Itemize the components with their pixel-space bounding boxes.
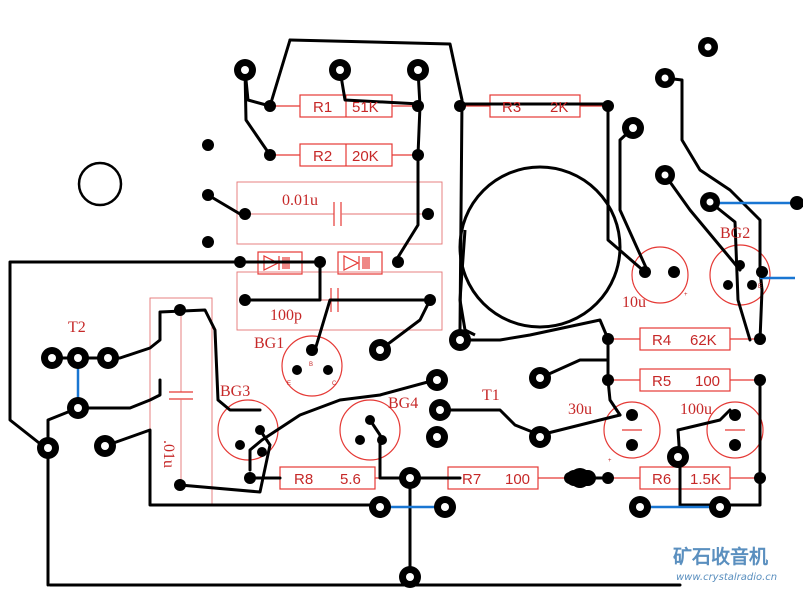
cap-100p-outline (236, 271, 443, 331)
tuning-capacitor-hole (458, 165, 622, 329)
r1-ref: R1 (313, 99, 332, 116)
bg1-label: BG1 (254, 335, 284, 352)
r7-ref: R7 (462, 471, 481, 488)
bg1-pin-c: C (332, 381, 337, 387)
cap-01u-label: .01u (160, 440, 177, 468)
cap-100p-label: 100p (270, 307, 302, 324)
component-labels: R1 51K R2 20K R3 2K R4 62K R5 100 R6 1.5… (68, 99, 762, 488)
cap-10u-plus: + (684, 292, 688, 298)
cap-001u-label: 0.01u (282, 192, 318, 209)
pads (37, 37, 803, 588)
r2-value: 20K (352, 148, 379, 165)
r1-value: 51K (352, 99, 379, 116)
r2-ref: R2 (313, 148, 332, 165)
cap-10u-label: 10u (622, 294, 646, 311)
watermark-url: www.crystalradio.cn (676, 572, 777, 583)
cap-100u-label: 100u (680, 401, 712, 418)
r5-ref: R5 (652, 373, 671, 390)
watermark-title: 矿石收音机 (673, 545, 768, 568)
r8-value: 5.6 (340, 471, 361, 488)
t2-label: T2 (68, 319, 86, 336)
cap-30u-plus: + (608, 458, 612, 464)
bg1-pin-b: B (309, 362, 313, 368)
r3-ref: R3 (502, 99, 521, 116)
bg4-outline (339, 399, 401, 461)
r4-value: 62K (690, 332, 717, 349)
r6-value: 1.5K (690, 471, 721, 488)
r4-ref: R4 (652, 332, 671, 349)
bg4-label: BG4 (388, 395, 418, 412)
bg2-label: BG2 (720, 225, 750, 242)
r6-ref: R6 (652, 471, 671, 488)
mounting-hole (77, 161, 123, 207)
r7-value: 100 (505, 471, 530, 488)
r8-ref: R8 (294, 471, 313, 488)
cap-30u-outline (603, 401, 661, 459)
bg1-outline (281, 335, 343, 397)
bg3-label: BG3 (220, 383, 250, 400)
diode-2-outline (337, 251, 383, 275)
r5-value: 100 (695, 373, 720, 390)
t1-label: T1 (482, 387, 500, 404)
watermark: 矿石收音机 www.crystalradio.cn (673, 545, 777, 583)
cap-30u-label: 30u (568, 401, 592, 418)
jumper-wires (76, 201, 800, 509)
cap-10u-outline (631, 246, 689, 304)
r3-value: 2K (550, 99, 568, 116)
bg2-pin-e: E (758, 284, 762, 290)
bg1-pin-e: E (287, 381, 291, 387)
cap-100u-outline (706, 401, 764, 459)
